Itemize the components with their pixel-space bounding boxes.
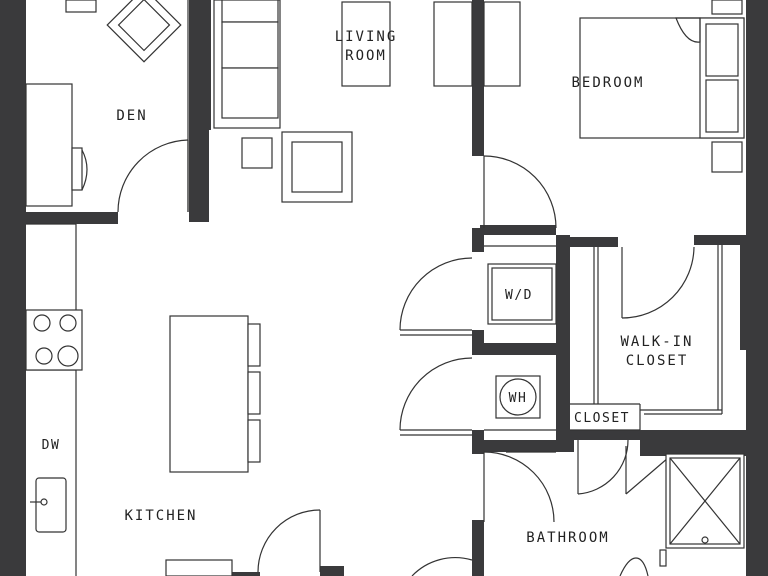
water-heater — [495, 375, 541, 419]
furniture — [25, 0, 745, 576]
bathroom-door — [483, 451, 555, 523]
towel-bar — [659, 549, 667, 567]
water-heater-label: WH — [509, 391, 528, 406]
trim-lines — [26, 0, 723, 576]
room-labels: LIVING ROOM BEDROOM DEN KITCHEN BATHROOM… — [116, 29, 693, 546]
closet-door — [577, 439, 629, 495]
wall-right-step — [740, 240, 746, 350]
laundry-door — [399, 257, 473, 336]
wall-walkin-bottom — [562, 430, 746, 440]
kitchen-base-cabinet — [165, 559, 233, 576]
living-room-label-line-1: LIVING — [335, 29, 398, 45]
wall-kitchen-bottom — [320, 566, 344, 576]
wall-bedroom-bottom — [480, 225, 556, 235]
wall-wh-bottom — [472, 440, 574, 452]
wall-den-bottom — [26, 212, 118, 224]
wall-right-exterior — [746, 0, 768, 576]
den-armchair — [65, 0, 182, 63]
tv-console — [341, 1, 391, 87]
wall-bath-left — [472, 520, 484, 576]
bathroom-label: BATHROOM — [526, 530, 609, 546]
bedroom-label: BEDROOM — [571, 75, 644, 91]
wall-left-exterior — [0, 0, 26, 576]
wall-laundry-mid — [472, 343, 562, 355]
living-armchair — [281, 131, 353, 203]
wall-living-bedroom — [472, 0, 484, 156]
fixture-labels: W/D WH DW — [42, 288, 533, 453]
living-room-label-line-2: ROOM — [345, 48, 387, 64]
den-label: DEN — [116, 108, 147, 124]
wall-laundry-right — [556, 235, 570, 452]
doors — [117, 139, 695, 576]
walk-in-closet-label-line-2: CLOSET — [626, 353, 689, 369]
dining-chairs — [433, 1, 521, 87]
kitchen-entry-door — [257, 509, 321, 573]
walk-in-closet-label-line-1: WALK-IN — [620, 334, 693, 350]
side-table — [241, 137, 273, 169]
bedroom-door — [483, 155, 557, 229]
wall-bedroom-bottom-right — [694, 235, 746, 245]
cooktop — [25, 309, 83, 371]
den-door — [117, 139, 189, 213]
kitchen-island — [169, 315, 261, 473]
sofa — [213, 0, 281, 129]
washer-dryer — [487, 263, 557, 325]
bottom-door-partial — [411, 557, 473, 576]
kitchen-sink — [30, 477, 67, 533]
wall-den-living — [189, 0, 209, 222]
shower — [665, 453, 745, 549]
walk-in-closet-door — [621, 246, 695, 319]
wall-laundry-left — [472, 228, 484, 252]
shower-door — [625, 446, 669, 495]
wall-den-living-inner — [205, 0, 211, 130]
washer-dryer-label: W/D — [505, 288, 533, 303]
toilet — [619, 557, 649, 576]
closet-label: CLOSET — [574, 411, 630, 426]
den-desk — [25, 83, 88, 207]
water-heater-door — [399, 357, 473, 436]
wall-closet-top — [562, 237, 618, 247]
kitchen-label: KITCHEN — [124, 508, 197, 524]
wall-bath-top — [640, 436, 746, 456]
dishwasher-label: DW — [42, 438, 61, 453]
wall-kitchen-bottom-left — [230, 572, 260, 576]
bed — [579, 0, 745, 173]
